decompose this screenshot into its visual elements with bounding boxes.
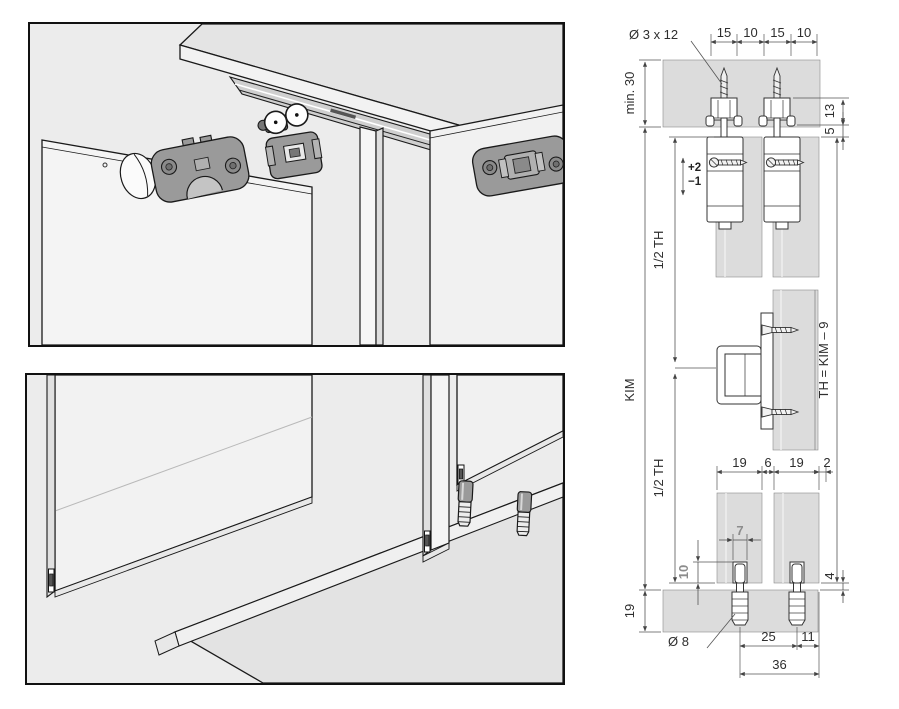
screw-spec-leader [690,40,723,85]
top-clearance-dim: 5 [822,127,837,134]
divider-section [772,289,819,451]
rail-gap-dim: 10 [797,25,811,40]
bottom-guide-assembly-drawing [46,375,563,683]
groove-guide-clip [49,573,54,587]
groove-depth-dim: 10 [676,565,691,579]
top-rail-assembly-drawing [41,24,563,345]
suspension-plate-left [150,134,250,203]
dimensioned-section-drawing: Ø 3 x 12 15 10 15 10 min. 30 13 5 +2 −1 … [622,25,849,678]
pin-edge-dim: 11 [801,629,815,644]
screw-spec-label: Ø 3 x 12 [629,27,678,42]
rail-screw [719,66,729,99]
hanger-carriage [706,136,748,230]
pin-diameter-label: Ø 8 [668,634,689,649]
pin-spacing-dim: 25 [761,629,775,644]
illustration-bottom-guides [25,373,565,685]
bottom-guide-pin [731,561,749,626]
rail-width-dim: 15 [717,25,731,40]
top-panel-min-dim: min. 30 [622,72,637,115]
rear-clearance-dim: 2 [823,455,830,470]
bracket-screw [761,324,800,336]
suspension-plate-right [471,135,563,197]
predrill-hole [102,162,108,168]
profile-height-dim: 13 [822,104,837,118]
illustration-top-hardware [28,22,565,347]
guide-pin [514,490,533,537]
door-height-formula: TH = KIM – 9 [816,322,831,399]
rail-gap-dim: 10 [743,25,757,40]
guide-pin [457,480,474,527]
bottom-guide-pin [788,561,806,626]
adjust-plus-label: +2 [688,162,701,174]
rail-slot [330,108,357,120]
pin-diameter-leader [706,613,736,649]
door-thickness-dim: 19 [789,455,803,470]
adjust-minus-label: −1 [688,176,702,188]
groove-width-dim: 7 [736,523,743,538]
half-door-height-bottom-dim: 1/2 TH [651,459,666,498]
groove-guide-clip [425,534,430,547]
door-thickness-dim: 19 [732,455,746,470]
half-door-height-top-dim: 1/2 TH [651,231,666,270]
door-panel-left [46,375,313,599]
hanger-carriage [763,136,804,230]
door-gap-dim: 6 [764,455,771,470]
total-offset-dim: 36 [772,657,786,672]
divider-panel-edge [359,126,384,345]
bottom-clearance-dim: 4 [822,572,837,579]
extension-lines [639,34,849,678]
center-guide-bracket [716,312,800,430]
interior-height-dim: KIM [622,378,637,401]
door-panel-right [456,375,563,492]
bottom-panel-thickness-dim: 19 [622,604,637,618]
dimension-lines [642,39,846,677]
rail-width-dim: 15 [770,25,784,40]
adjustment-screw [708,157,748,168]
divider-panel [422,375,450,563]
roller-carriage [257,103,323,180]
groove-guide-clip [458,468,464,480]
running-track-profile [705,66,743,141]
